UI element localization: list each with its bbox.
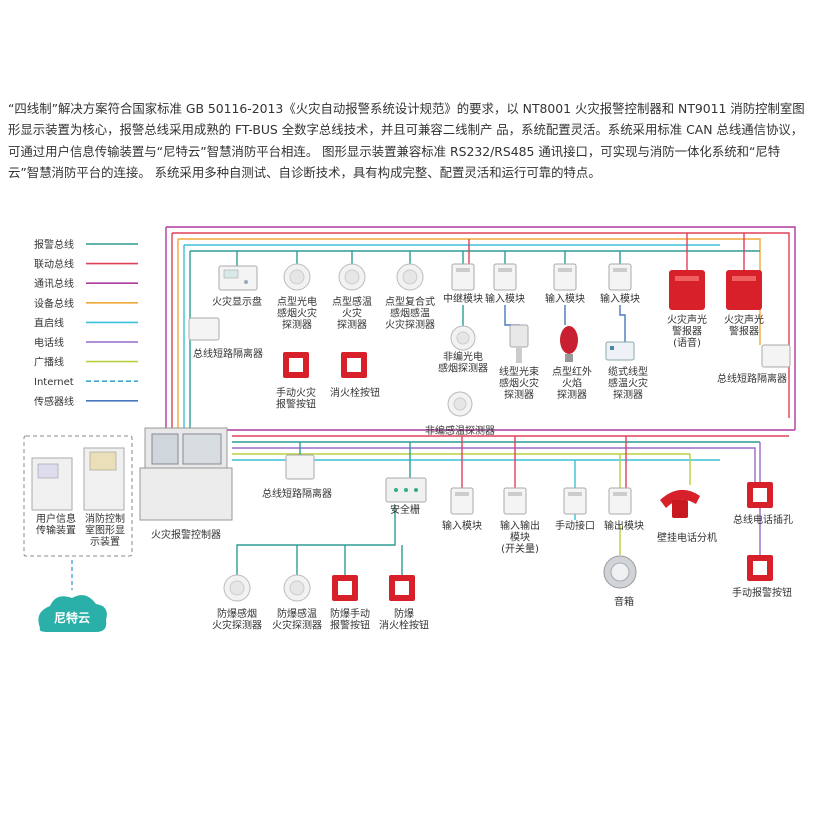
input-module-1-icon xyxy=(493,263,517,291)
hydrant-button-top-label: 消火栓按钮 xyxy=(330,386,380,399)
ex-hydrant-label: 防爆消火栓按钮 xyxy=(379,607,429,632)
composite-detector-label: 点型复合式感烟感温火灾探测器 xyxy=(385,295,435,331)
speaker-label: 音箱 xyxy=(614,595,634,608)
ir-flame-detector-icon xyxy=(560,326,578,362)
linear-heat-detector-label: 缆式线型感温火灾探测器 xyxy=(608,365,648,401)
cloud-icon xyxy=(38,595,107,632)
ex-smoke-label: 防爆感烟火灾探测器 xyxy=(212,607,262,632)
non-coded-heat-label: 非编感温探测器 xyxy=(425,424,495,437)
io-module-label: 输入输出模块(开关量) xyxy=(500,519,540,555)
phone-jack-icon xyxy=(747,482,773,508)
isolator-mid-icon xyxy=(285,454,315,480)
relay-module-icon xyxy=(451,263,475,291)
ex-hydrant-icon xyxy=(389,575,415,601)
fire-controller-icon xyxy=(139,427,233,521)
ex-heat-label: 防爆感温火灾探测器 xyxy=(272,607,322,632)
heat-detector-icon xyxy=(338,263,366,291)
cloud-label: 尼特云 xyxy=(54,610,90,625)
manual-alarm-button-bottom-icon xyxy=(747,555,773,581)
manual-alarm-button-top-label: 手动火灾报警按钮 xyxy=(276,386,316,411)
output-module-label: 输出模块 xyxy=(604,519,644,532)
manual-interface-label: 手动接口 xyxy=(555,519,595,532)
ex-heat-icon xyxy=(283,574,311,602)
linear-heat-detector-icon xyxy=(605,341,635,361)
user-info-group xyxy=(23,435,133,557)
non-coded-heat-icon xyxy=(447,391,473,417)
graphic-display-label: 消防控制室图形显示装置 xyxy=(85,512,125,548)
isolator-left-icon xyxy=(188,317,220,341)
manual-alarm-button-bottom-label: 手动报警按钮 xyxy=(732,586,792,599)
manual-alarm-button-top-icon xyxy=(283,352,309,378)
input-module-3-label: 输入模块 xyxy=(600,292,640,305)
wall-phone-icon xyxy=(660,489,700,518)
io-module-icon xyxy=(503,487,527,515)
isolator-right-icon xyxy=(761,344,791,368)
manual-interface-icon xyxy=(563,487,587,515)
non-coded-smoke-label: 非编光电感烟探测器 xyxy=(438,350,488,375)
relay-module-label: 中继模块 xyxy=(443,292,483,305)
ex-manual-label: 防爆手动报警按钮 xyxy=(330,607,370,632)
legend-label: 通讯总线 xyxy=(34,277,74,290)
legend-label: 联动总线 xyxy=(34,258,74,271)
beam-detector-label: 线型光束感烟火灾探测器 xyxy=(499,365,539,401)
legend-label: 广播线 xyxy=(34,356,64,369)
isolator-right-label: 总线短路隔离器 xyxy=(717,372,787,385)
ir-flame-detector-label: 点型红外火焰探测器 xyxy=(552,365,592,401)
beam-detector-icon xyxy=(509,324,529,363)
phone-jack-label: 总线电话插孔 xyxy=(733,513,793,526)
safety-barrier-icon xyxy=(385,477,427,503)
strobe-icon xyxy=(726,270,762,310)
safety-barrier-label: 安全栅 xyxy=(390,503,420,516)
input-module-1-label: 输入模块 xyxy=(485,292,525,305)
input-module-2-label: 输入模块 xyxy=(545,292,585,305)
wall-phone-label: 壁挂电话分机 xyxy=(657,531,717,544)
input-module-2-icon xyxy=(553,263,577,291)
isolator-mid-label: 总线短路隔离器 xyxy=(262,487,332,500)
strobe-voice-icon xyxy=(669,270,705,310)
user-info-device-label: 用户信息传输装置 xyxy=(36,512,76,537)
strobe-voice-label: 火灾声光警报器(语音) xyxy=(667,313,707,349)
legend-label: 报警总线 xyxy=(34,238,74,251)
input-module-3-icon xyxy=(608,263,632,291)
legend-label: 传感器线 xyxy=(34,395,74,408)
intro-paragraph: “四线制”解决方案符合国家标准 GB 50116-2013《火灾自动报警系统设计… xyxy=(8,101,805,181)
photo-smoke-detector-label: 点型光电感烟火灾探测器 xyxy=(277,295,317,331)
speaker-icon xyxy=(603,555,637,589)
ex-manual-icon xyxy=(332,575,358,601)
composite-detector-icon xyxy=(396,263,424,291)
input-module-bottom-icon xyxy=(450,487,474,515)
hydrant-button-top-icon xyxy=(341,352,367,378)
ex-smoke-icon xyxy=(223,574,251,602)
device-labels: 火灾显示盘 点型光电感烟火灾探测器点型感温火灾探测器点型复合式感烟感温火灾探测器中… xyxy=(36,292,793,632)
legend-label: 电话线 xyxy=(34,336,64,349)
legend-label: 设备总线 xyxy=(34,297,74,310)
input-module-bottom-label: 输入模块 xyxy=(442,519,482,532)
communication-bus-top xyxy=(166,226,796,430)
legend-label: 直启线 xyxy=(34,316,64,329)
strobe-label: 火灾声光警报器 xyxy=(724,313,764,338)
non-coded-smoke-icon xyxy=(450,325,476,351)
heat-detector-label: 点型感温火灾探测器 xyxy=(332,295,372,331)
legend-label: Internet xyxy=(34,377,74,388)
photo-smoke-detector-icon xyxy=(283,263,311,291)
fire-controller-label: 火灾报警控制器 xyxy=(151,528,221,541)
fire-display-panel xyxy=(218,265,258,291)
fire-display-panel-label: 火灾显示盘 xyxy=(212,295,262,308)
output-module-icon xyxy=(608,487,632,515)
isolator-left-label: 总线短路隔离器 xyxy=(193,347,263,360)
